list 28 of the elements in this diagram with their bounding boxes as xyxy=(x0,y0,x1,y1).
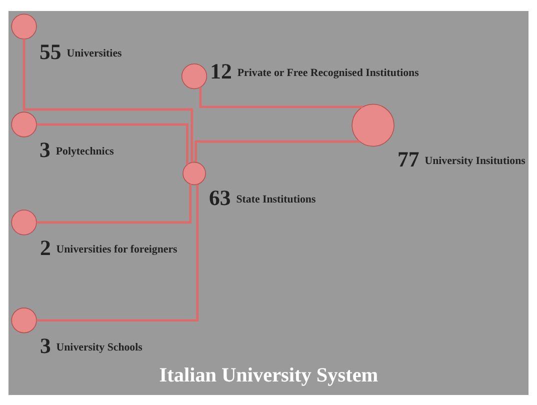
node-circle xyxy=(11,13,37,39)
node-label: University Insitutions xyxy=(424,154,526,166)
node-label: State Institutions xyxy=(236,192,316,205)
node-label: 3 xyxy=(40,333,51,358)
node-label: 12 xyxy=(210,59,232,84)
node-label: Universities xyxy=(66,47,122,60)
node-label: University Schools xyxy=(56,340,142,353)
node-circle xyxy=(182,161,206,185)
node-label: 3 xyxy=(40,138,50,162)
node-circle xyxy=(181,62,208,89)
node-circle xyxy=(352,103,394,146)
diagram-title: Italian University System xyxy=(159,364,378,386)
node-label: Universities for foreigners xyxy=(56,243,178,256)
connector xyxy=(36,184,199,322)
connector xyxy=(22,38,194,162)
connector xyxy=(199,86,363,108)
node-label: Polytechnics xyxy=(56,145,114,158)
node-circle xyxy=(11,307,37,333)
node-label: 55 xyxy=(40,40,62,64)
node-label: 2 xyxy=(40,236,51,260)
connector xyxy=(194,140,360,162)
node-label: 63 xyxy=(209,185,231,210)
node-circle xyxy=(11,111,37,137)
connector xyxy=(36,122,188,164)
connector xyxy=(36,184,192,224)
node-circle xyxy=(11,209,37,235)
node-label: 77 xyxy=(398,146,420,171)
node-label: Private or Free Recognised Institutions xyxy=(237,66,419,79)
